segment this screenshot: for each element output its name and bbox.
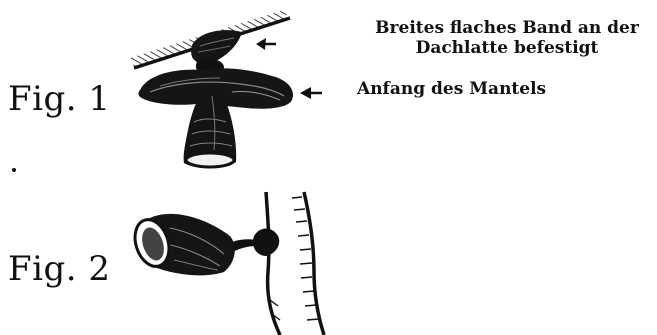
figure-1-drawing	[130, 10, 322, 168]
figure-2-drawing	[129, 192, 324, 335]
arrow-mantle	[300, 87, 322, 99]
arrow-band	[256, 38, 276, 50]
flat-band	[191, 30, 242, 64]
